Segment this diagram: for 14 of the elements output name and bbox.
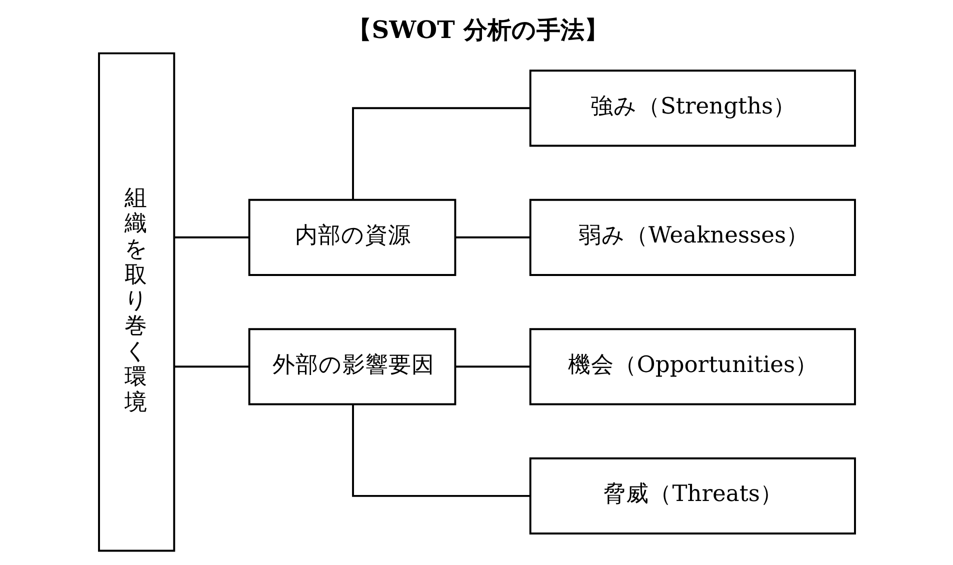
node-box: 組織を取り巻く環境 (98, 52, 175, 552)
node-box: 外部の影響要因 (248, 328, 456, 406)
node-box: 内部の資源 (248, 198, 456, 276)
connector (454, 366, 530, 368)
node-box: 脅威（Threats） (528, 457, 856, 534)
connector (174, 236, 249, 238)
diagram-title: 【SWOT 分析の手法】 (347, 14, 608, 44)
node-box: 強み（Strengths） (528, 70, 856, 147)
node-box: 弱み（Weaknesses） (528, 198, 856, 276)
connector (174, 366, 249, 368)
connector (352, 404, 530, 497)
node-box: 機会（Opportunities） (528, 328, 856, 406)
connector (352, 107, 530, 200)
connector (454, 236, 530, 238)
